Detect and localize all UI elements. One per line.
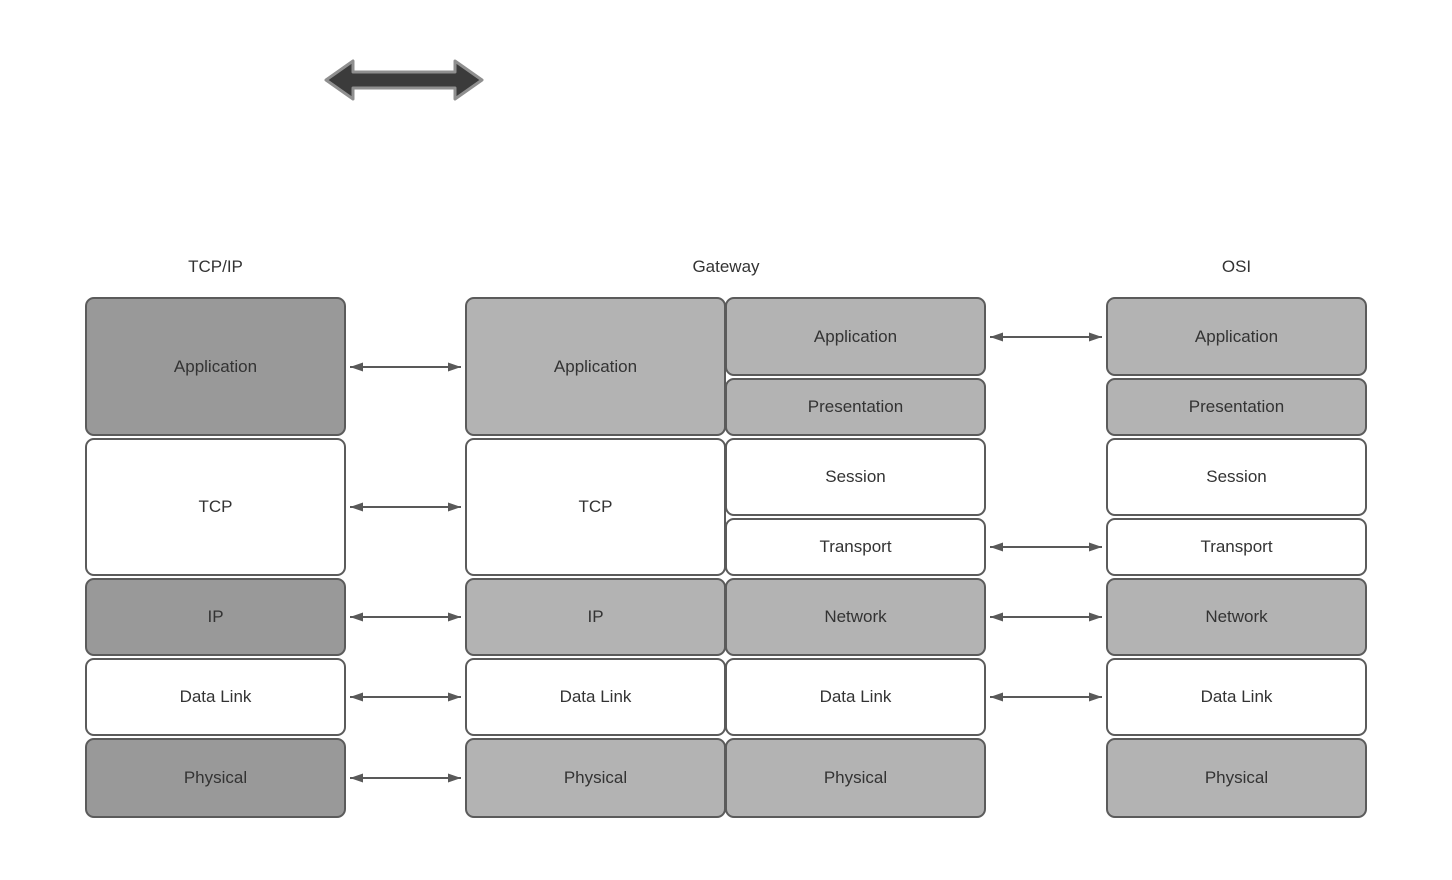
osi-layer-presentation: Presentation	[1106, 378, 1367, 436]
osi-title: OSI	[1221, 257, 1252, 276]
layer-label: IP	[587, 607, 604, 626]
layer-label: Application	[553, 356, 638, 376]
gateway-left-layer-application: Application	[465, 297, 726, 436]
layer-label: Physical	[823, 768, 888, 787]
layer-label: Data Link	[179, 687, 252, 706]
layer-label: Network	[1205, 607, 1268, 626]
osi-stack: Application Presentation Session Transpo…	[1106, 297, 1367, 818]
gateway-right-layer-data-link: Data Link	[725, 658, 986, 736]
layer-label: TCP	[198, 497, 233, 516]
gateway-right-layer-physical: Physical	[725, 738, 986, 818]
osi-layer-transport: Transport	[1106, 518, 1367, 576]
layer-label: TCP	[578, 497, 613, 516]
layer-label: Transport	[819, 537, 892, 556]
gateway-left-layer-tcp: TCP	[465, 438, 726, 576]
layer-label: Physical	[183, 768, 248, 787]
gateway-left-layer-physical: Physical	[465, 738, 726, 818]
gateway-right-layer-transport: Transport	[725, 518, 986, 576]
layer-label: Data Link	[819, 687, 892, 706]
gateway-right-layer-session: Session	[725, 438, 986, 516]
gateway-right-layer-application: Application	[725, 297, 986, 376]
tcpip-stack: Application TCP IP Data Link Physical	[85, 297, 346, 818]
layer-label: Data Link	[1200, 687, 1273, 706]
gateway-right-stack: Application Presentation Session Transpo…	[725, 297, 986, 818]
tcpip-layer-application: Application	[85, 297, 346, 436]
layer-label: Physical	[563, 768, 628, 787]
layer-label: Presentation	[807, 397, 904, 416]
osi-layer-data-link: Data Link	[1106, 658, 1367, 736]
tcpip-layer-tcp: TCP	[85, 438, 346, 576]
tcpip-layer-ip: IP	[85, 578, 346, 656]
layer-label: Session	[825, 467, 886, 486]
layer-label: Data Link	[559, 687, 632, 706]
tcpip-layer-physical: Physical	[85, 738, 346, 818]
gateway-title: Gateway	[692, 257, 760, 276]
layer-label: Application	[1194, 326, 1279, 346]
layer-label: Network	[824, 607, 887, 626]
layer-label: IP	[207, 607, 224, 626]
layer-label: Application	[813, 326, 898, 346]
layer-label: Physical	[1204, 768, 1269, 787]
gateway-right-layer-presentation: Presentation	[725, 378, 986, 436]
gateway-left-layer-ip: IP	[465, 578, 726, 656]
gateway-right-layer-network: Network	[725, 578, 986, 656]
gateway-left-stack: Application TCP IP Data Link Physical	[465, 297, 726, 818]
osi-layer-network: Network	[1106, 578, 1367, 656]
layer-label: Presentation	[1188, 397, 1285, 416]
gateway-left-layer-data-link: Data Link	[465, 658, 726, 736]
layer-label: Transport	[1200, 537, 1273, 556]
layer-label: Application	[173, 356, 258, 376]
tcpip-title: TCP/IP	[188, 257, 243, 276]
tcpip-layer-data-link: Data Link	[85, 658, 346, 736]
osi-layer-application: Application	[1106, 297, 1367, 376]
double-headed-arrow-polygon	[324, 59, 484, 101]
osi-layer-physical: Physical	[1106, 738, 1367, 818]
layer-label: Session	[1206, 467, 1267, 486]
thick-double-arrow-shape	[324, 59, 484, 101]
osi-layer-session: Session	[1106, 438, 1367, 516]
